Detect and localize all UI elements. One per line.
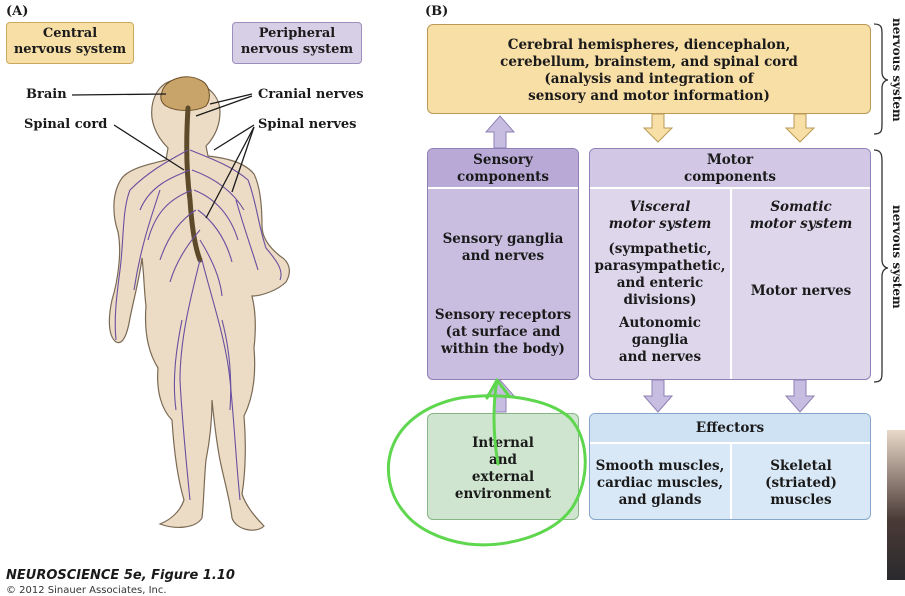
visceral-title-line1: Visceral xyxy=(629,199,691,215)
environment-line3: external xyxy=(471,469,535,485)
sensory-receptors-line1: Sensory receptors xyxy=(434,307,572,323)
sensory-receptors-line2: (at surface and xyxy=(445,324,561,340)
smooth-line3: and glands xyxy=(618,492,702,508)
environment-line4: environment xyxy=(454,486,552,502)
spinal-nerves-leader-line-2 xyxy=(231,126,255,193)
sensory-receptors-line3: within the body) xyxy=(441,341,565,357)
visceral-title-line2: motor system xyxy=(608,216,712,232)
skeletal-muscles-text: Skeletal (striated) muscles xyxy=(732,458,870,509)
visceral-body-line3: and enteric xyxy=(616,275,704,291)
human-body-silhouette xyxy=(108,79,290,531)
somatic-column: Somatic motor system xyxy=(732,199,870,233)
cns-box-line1: Cerebral hemispheres, diencephalon, xyxy=(507,37,791,53)
spinal-cord-leader-line xyxy=(113,124,185,171)
nervous-system-illustration xyxy=(71,76,290,531)
cns-to-motor-arrow-right xyxy=(784,113,816,143)
sensory-components-box: Sensory components Sensory ganglia and n… xyxy=(427,148,579,380)
sensory-ganglia-line1: Sensory ganglia xyxy=(442,231,564,247)
annotation-arrow-shaft xyxy=(492,378,500,466)
sensory-header-line1: Sensory xyxy=(473,152,533,168)
somatic-title-line2: motor system xyxy=(749,216,853,232)
cns-tag: Central nervous system xyxy=(6,22,134,64)
spinal-cord-label: Spinal cord xyxy=(24,117,108,132)
cns-tag-line2: nervous system xyxy=(13,42,127,57)
sensory-ganglia-line2: and nerves xyxy=(461,248,545,264)
motor-nerves-text: Motor nerves xyxy=(750,283,852,299)
autonomic-line3: and nerves xyxy=(618,349,702,365)
motor-header: Motor components xyxy=(590,149,870,189)
sensory-to-cns-arrow xyxy=(484,115,516,149)
figure-credit-copyright: © 2012 Sinauer Associates, Inc. xyxy=(6,585,167,596)
skeletal-line1: Skeletal xyxy=(770,458,832,474)
effectors-header: Effectors xyxy=(590,414,870,444)
autonomic-line1: Autonomic xyxy=(619,315,701,331)
sensory-receptors-text: Sensory receptors (at surface and within… xyxy=(428,307,578,358)
pns-brace xyxy=(873,149,889,383)
effectors-divider xyxy=(730,444,732,519)
visceral-body-line2: parasympathetic, xyxy=(594,258,726,274)
cns-structures-box: Cerebral hemispheres, diencephalon, cere… xyxy=(427,24,871,114)
panel-a-label: (A) xyxy=(6,4,29,19)
cranial-nerves-leader-line-2 xyxy=(195,95,253,117)
skeletal-line2: (striated) xyxy=(765,475,837,491)
somatic-to-effectors-arrow xyxy=(784,379,816,413)
spinal-cord-line xyxy=(184,105,203,263)
annotation-arrow-head xyxy=(485,378,511,400)
pns-tag-line1: Peripheral xyxy=(258,26,336,41)
sensory-header-line2: components xyxy=(456,169,549,185)
visceral-column: Visceral motor system (sympathetic, para… xyxy=(590,199,730,366)
panel-b-label: (B) xyxy=(425,4,449,19)
smooth-line1: Smooth muscles, xyxy=(595,458,725,474)
motor-divider xyxy=(730,189,732,379)
environment-line1: Internal xyxy=(472,435,534,451)
skeletal-line3: muscles xyxy=(770,492,832,508)
visceral-body-line4: divisions) xyxy=(623,292,697,308)
motor-components-box: Motor components Visceral motor system (… xyxy=(589,148,871,380)
sensory-header: Sensory components xyxy=(428,149,578,189)
effectors-box: Effectors Smooth muscles, cardiac muscle… xyxy=(589,413,871,520)
sensory-ganglia-text: Sensory ganglia and nerves xyxy=(428,231,578,265)
cns-brace xyxy=(873,23,889,135)
somatic-title-line1: Somatic xyxy=(770,199,832,215)
pns-tag: Peripheral nervous system xyxy=(232,22,362,64)
side-braces xyxy=(873,23,889,383)
spinal-nerves-leader-line-1 xyxy=(213,124,255,151)
cns-tag-line1: Central xyxy=(42,26,98,41)
brain-outline xyxy=(160,76,210,111)
cns-to-motor-arrow-left xyxy=(642,113,674,143)
cns-box-line4: sensory and motor information) xyxy=(528,88,770,104)
cranial-nerves-label: Cranial nerves xyxy=(258,87,364,102)
brain-leader-line xyxy=(71,93,167,96)
cns-box-line2: cerebellum, brainstem, and spinal cord xyxy=(500,54,798,70)
annotation-circle xyxy=(386,394,587,547)
environment-box: Internal and external environment xyxy=(427,413,579,520)
figure-credit-title: NEUROSCIENCE 5e, Figure 1.10 xyxy=(6,568,235,583)
spinal-nerves-leader-line-3 xyxy=(205,126,255,219)
cns-box-line3: (analysis and integration of xyxy=(544,71,754,87)
smooth-muscles-text: Smooth muscles, cardiac muscles, and gla… xyxy=(590,458,730,509)
visceral-body-line1: (sympathetic, xyxy=(608,241,712,257)
motor-header-line1: Motor xyxy=(706,152,754,168)
brain-label: Brain xyxy=(26,87,67,102)
smooth-line2: cardiac muscles, xyxy=(596,475,724,491)
motor-header-line2: components xyxy=(683,169,776,185)
autonomic-line2: ganglia xyxy=(631,332,689,348)
pns-tag-line2: nervous system xyxy=(240,42,354,57)
spinal-nerves-label: Spinal nerves xyxy=(258,117,357,132)
visceral-to-effectors-arrow xyxy=(642,379,674,413)
cranial-nerves-leader-line-1 xyxy=(209,93,253,105)
presenter-video-sliver xyxy=(887,430,905,580)
